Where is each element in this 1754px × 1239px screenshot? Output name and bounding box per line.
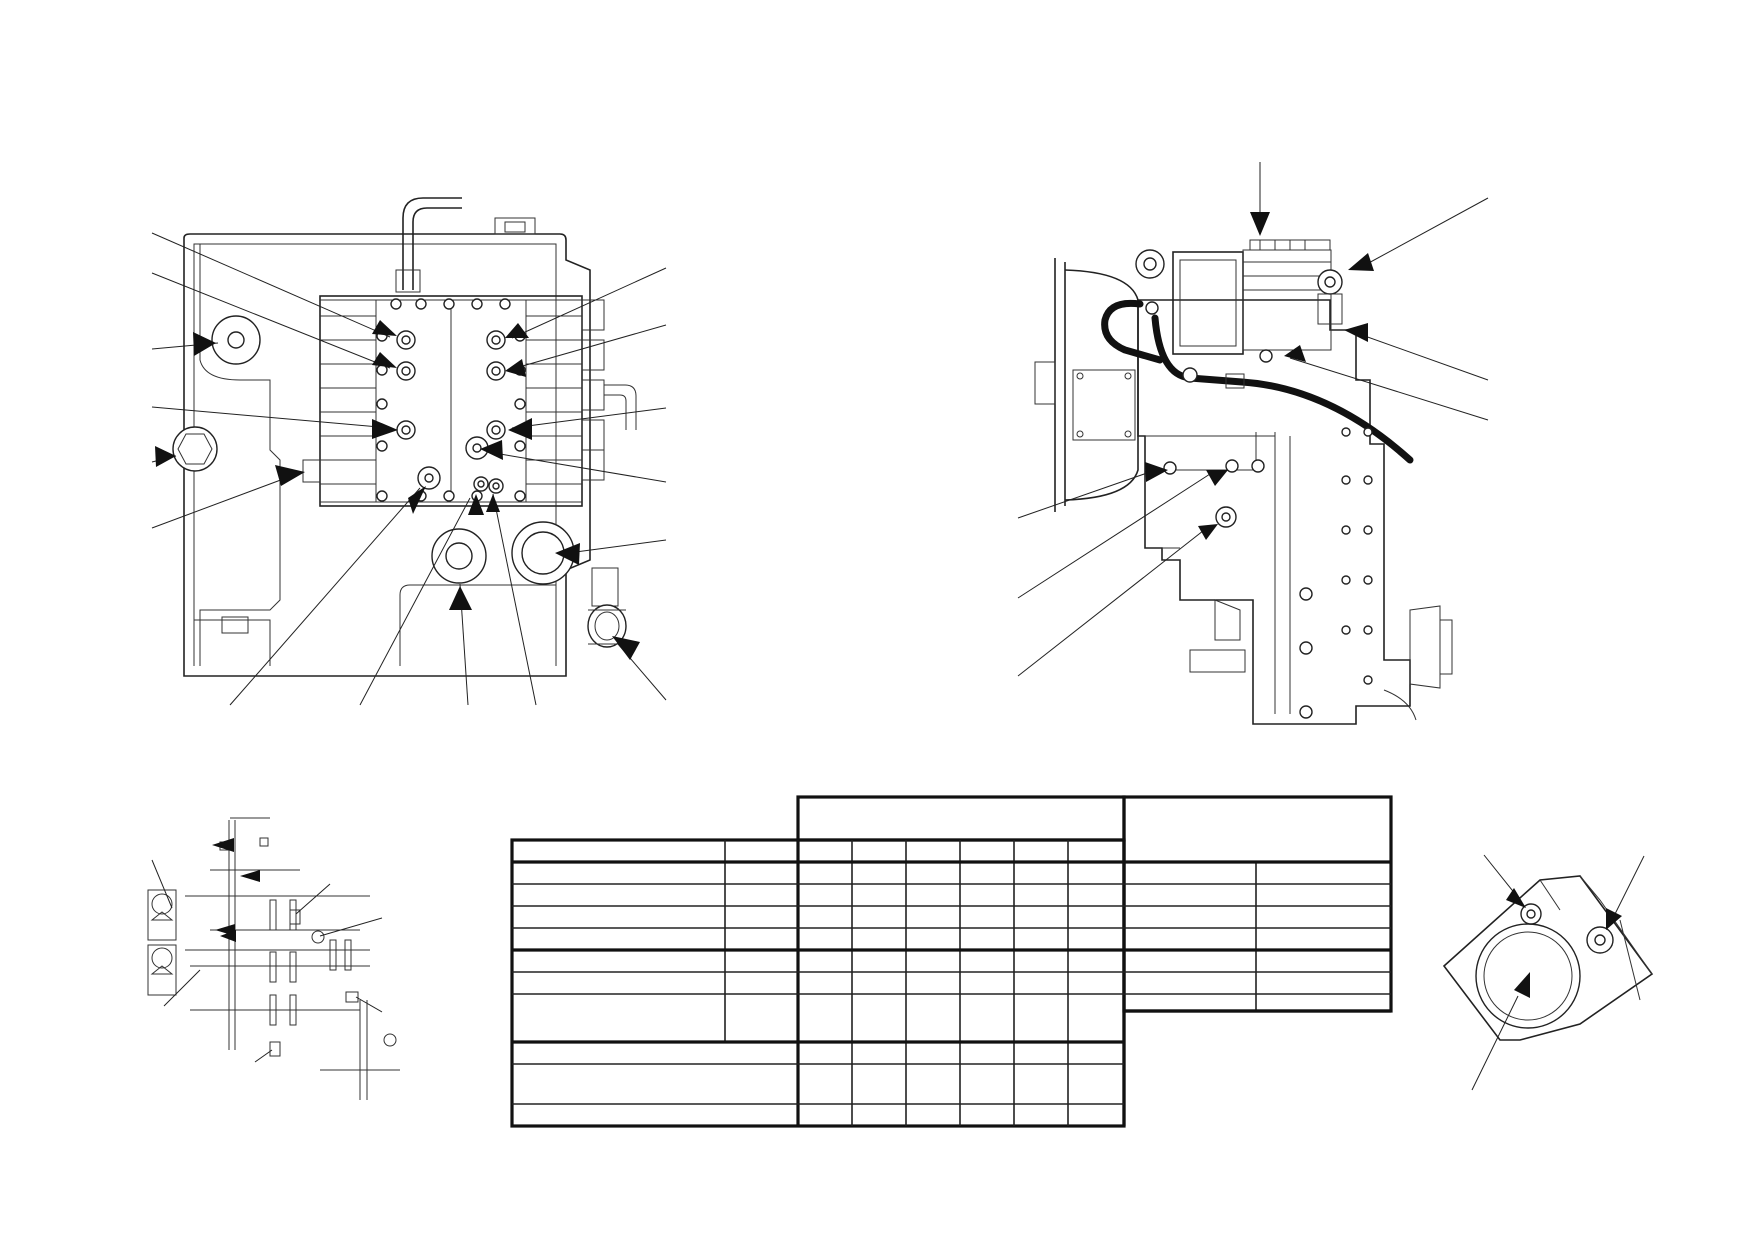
front-view bbox=[151, 197, 667, 706]
side-view bbox=[1017, 162, 1489, 725]
gear-schematic bbox=[147, 817, 400, 1100]
empty-data-table bbox=[510, 795, 1393, 1128]
detail-view bbox=[1442, 854, 1654, 1091]
